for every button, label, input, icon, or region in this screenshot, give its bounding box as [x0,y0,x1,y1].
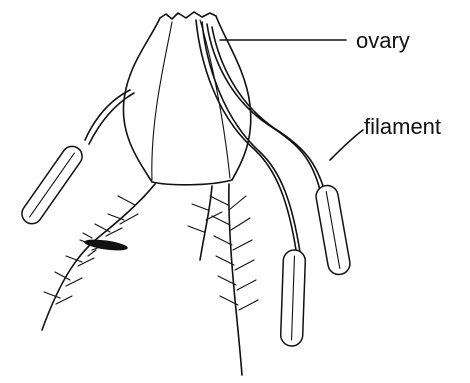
stigmas [42,184,242,375]
ovary [123,12,250,185]
stigma-hairs [44,196,258,310]
anther-bottom [280,250,305,347]
anther-left [18,142,86,227]
filament-label: filament [364,114,441,139]
filaments [85,20,325,252]
anthers [18,142,352,346]
ovary-label: ovary [356,28,410,53]
filament-pointer-line [330,130,363,160]
anther-right [314,184,351,276]
